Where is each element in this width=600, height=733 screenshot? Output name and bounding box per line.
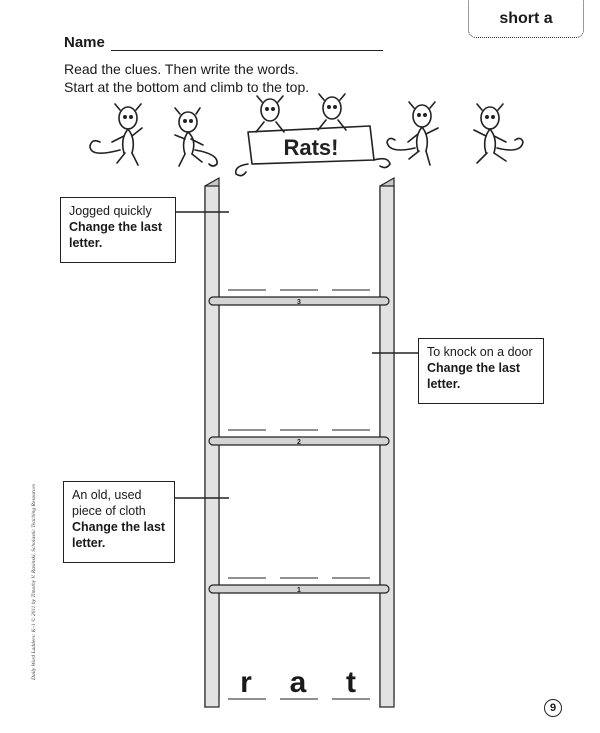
clue-instruction: Change the last letter. bbox=[72, 520, 166, 550]
rat-figure bbox=[386, 101, 439, 166]
tab-label: short a bbox=[499, 10, 553, 27]
ladder-rung-2 bbox=[208, 436, 390, 446]
rung-number-3: 3 bbox=[297, 299, 301, 306]
clue-instruction: Change the last letter. bbox=[69, 220, 163, 250]
rung-number-2: 2 bbox=[297, 439, 301, 446]
page-number-text: 9 bbox=[549, 702, 557, 714]
instruction-line-1: Read the clues. Then write the words. bbox=[64, 61, 299, 77]
rat-figure bbox=[255, 95, 285, 133]
clue-text: Jogged quickly bbox=[69, 204, 152, 218]
name-label: Name bbox=[64, 34, 105, 51]
clue-box-2: To knock on a door Change the last lette… bbox=[418, 338, 544, 404]
copyright-credit: Daily Word Ladders: K–1 © 2011 by Timoth… bbox=[31, 484, 37, 680]
clue-box-1: An old, used piece of cloth Change the l… bbox=[63, 481, 175, 563]
instruction-line-2: Start at the bottom and climb to the top… bbox=[64, 79, 310, 95]
name-line[interactable] bbox=[110, 37, 383, 51]
clue-text: To knock on a door bbox=[427, 345, 533, 359]
name-field-row: Name bbox=[64, 34, 383, 51]
start-letter-t: t bbox=[346, 666, 356, 699]
banner-text: Rats! bbox=[283, 135, 338, 160]
rat-figure bbox=[473, 103, 524, 164]
clue-instruction: Change the last letter. bbox=[427, 361, 521, 391]
page-number: 9 bbox=[544, 699, 562, 717]
rats-illustration: Rats! bbox=[89, 93, 524, 177]
ladder-rung-1 bbox=[208, 584, 390, 594]
start-letter-r: r bbox=[240, 666, 252, 699]
start-letter-a: a bbox=[289, 666, 307, 699]
short-a-tab: short a bbox=[468, 0, 584, 38]
rung-number-1: 1 bbox=[297, 587, 301, 594]
clue-text: An old, used piece of cloth bbox=[72, 488, 146, 518]
rat-figure bbox=[174, 107, 218, 167]
ladder-rung-3 bbox=[208, 296, 390, 306]
rat-figure bbox=[317, 93, 347, 131]
rat-figure bbox=[89, 103, 143, 166]
clue-box-3: Jogged quickly Change the last letter. bbox=[60, 197, 176, 263]
